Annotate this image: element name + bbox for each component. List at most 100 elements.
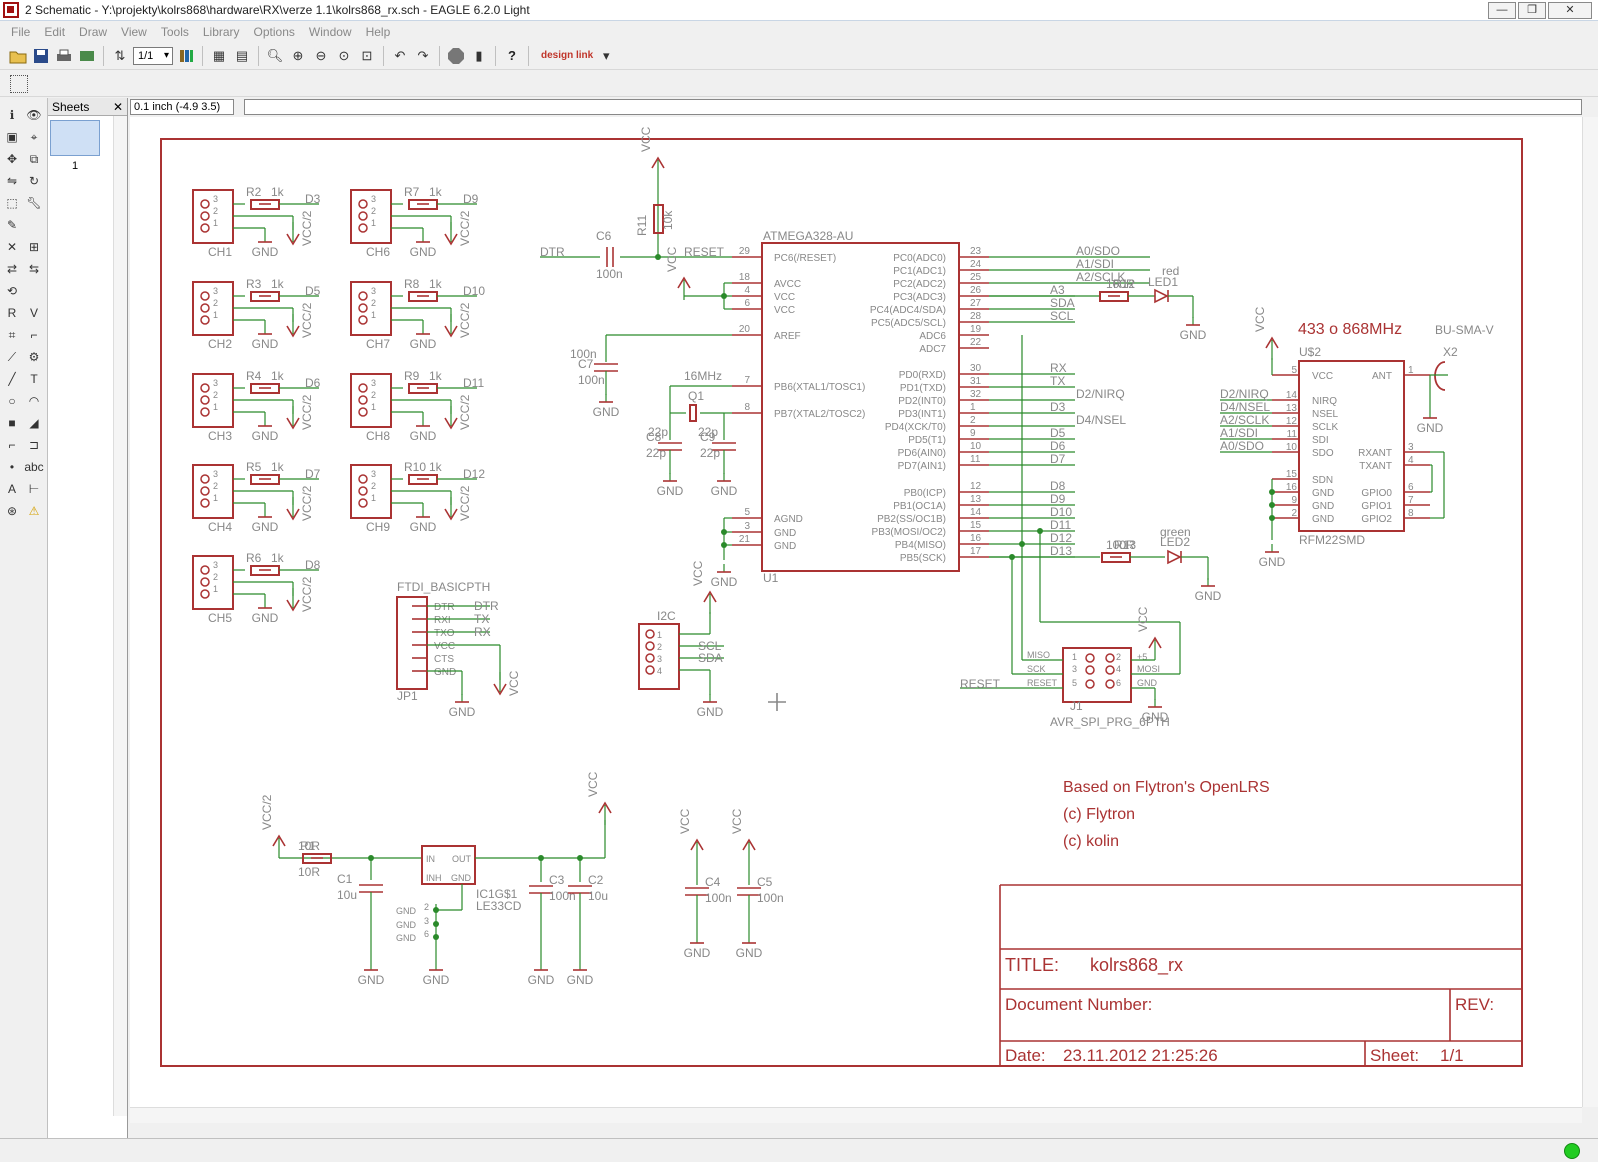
menu-tools[interactable]: Tools	[160, 24, 189, 39]
rf-pin-name: GPIO2	[1361, 514, 1392, 525]
board-icon[interactable]: ▦	[212, 47, 226, 63]
zoom-select-icon[interactable]: ⊡	[361, 47, 373, 63]
save-icon[interactable]	[31, 46, 51, 66]
erc-icon[interactable]: ⊛	[6, 504, 18, 518]
stop-icon[interactable]	[446, 46, 466, 66]
library-icon[interactable]	[176, 46, 196, 66]
maximize-button[interactable]: ❐	[1518, 2, 1546, 19]
dimension-icon[interactable]: ⊢	[28, 482, 40, 496]
miter-icon[interactable]: ⌐	[30, 328, 38, 342]
smash-icon[interactable]: ⌗	[8, 327, 16, 342]
menu-window[interactable]: Window	[308, 24, 352, 39]
show-icon[interactable]: 👁︎	[26, 108, 42, 122]
change-icon[interactable]: 🔧︎	[26, 196, 42, 210]
mirror-icon[interactable]: ⇋	[6, 174, 18, 188]
sheets-scrollbar[interactable]	[113, 116, 127, 1116]
circle-icon[interactable]: ○	[8, 394, 16, 408]
invoke-icon[interactable]: ⚙	[28, 350, 40, 364]
move-icon[interactable]: ✥	[6, 152, 18, 166]
split-icon[interactable]: ⟋	[7, 349, 17, 364]
header-pin	[200, 589, 210, 599]
gnd-label: GND	[1180, 328, 1207, 342]
rect-icon[interactable]: ■	[8, 416, 16, 430]
vcc-label: VCC/2	[300, 485, 314, 521]
sheet-select[interactable]: 1/1	[133, 46, 173, 65]
rf-pin-name: NSEL	[1312, 409, 1339, 420]
menu-library[interactable]: Library	[202, 24, 240, 39]
menu-view[interactable]: View	[121, 24, 147, 39]
cam-icon[interactable]	[77, 46, 97, 66]
mark-icon[interactable]: ⌖	[30, 129, 38, 144]
header-pin	[358, 474, 368, 484]
arc-icon[interactable]: ◠	[28, 394, 40, 408]
text-icon[interactable]: T	[30, 372, 38, 386]
label-icon[interactable]: abc	[24, 460, 44, 474]
minimize-button[interactable]: —	[1488, 2, 1516, 19]
channel-name: CH1	[208, 245, 232, 259]
menu-draw[interactable]: Draw	[79, 24, 108, 39]
zoom-redraw-icon[interactable]: ⊙	[338, 47, 350, 63]
polygon-icon[interactable]: ◢	[29, 416, 39, 430]
print-icon[interactable]	[54, 46, 74, 66]
i2c-pin	[645, 665, 655, 675]
vcc-symbol	[286, 417, 300, 430]
pinswap-icon[interactable]: ⇄	[6, 262, 18, 276]
add-icon[interactable]: ⊞	[28, 240, 40, 254]
vertical-scrollbar[interactable]	[1582, 117, 1598, 1107]
ftdi-pin-name: VCC	[434, 641, 455, 652]
value-icon[interactable]: V	[29, 306, 38, 320]
junction-icon[interactable]: •	[9, 460, 15, 474]
errors-icon[interactable]: ⚠	[28, 504, 40, 518]
sheet-thumbnail[interactable]	[50, 120, 100, 156]
gnd-label: GND	[449, 705, 476, 719]
sheet-switch-icon[interactable]: ⇅	[114, 47, 126, 63]
zoom-out-icon[interactable]: ⊖	[315, 47, 327, 63]
close-button[interactable]: ✕	[1548, 2, 1592, 19]
header-pin-number: 3	[371, 378, 376, 388]
rf-net-label: A1/SDI	[1220, 426, 1258, 440]
horizontal-scrollbar[interactable]	[130, 1107, 1582, 1123]
net-icon[interactable]: ⊐	[28, 438, 40, 452]
channel-signal: D5	[305, 284, 321, 298]
command-input[interactable]	[244, 99, 1582, 115]
menu-file[interactable]: File	[11, 24, 31, 39]
header-pin	[200, 303, 210, 313]
rotate-icon[interactable]: ↻	[28, 174, 40, 188]
menu-options[interactable]: Options	[253, 24, 295, 39]
delete-icon[interactable]: ✕	[6, 240, 18, 254]
display-icon[interactable]: ▣	[6, 130, 18, 144]
grid-icon[interactable]	[10, 74, 28, 93]
designlink-dropdown-icon[interactable]: ▾	[602, 47, 610, 63]
gateswap-icon[interactable]: ⇆	[28, 262, 40, 276]
mcu-pin-name: PD6(AIN0)	[898, 448, 946, 459]
panel-close-icon[interactable]: ✕	[112, 99, 123, 114]
resistor-value: 100R	[1106, 277, 1135, 291]
zoom-fit-icon[interactable]: 🔍︎	[266, 47, 284, 63]
name-icon[interactable]: R	[7, 306, 17, 320]
header-pin-number: 1	[371, 402, 376, 412]
crystal-value: 16MHz	[684, 369, 722, 383]
gnd-label: GND	[252, 429, 279, 443]
redo-icon[interactable]: ↷	[417, 47, 429, 63]
channel-signal: D7	[305, 467, 321, 481]
menu-help[interactable]: Help	[365, 24, 391, 39]
undo-icon[interactable]: ↶	[394, 47, 406, 63]
go-icon[interactable]: ▮	[475, 47, 483, 63]
open-icon[interactable]	[8, 46, 28, 66]
group-icon[interactable]: ⬚	[6, 196, 18, 210]
designlink-logo[interactable]: design link	[541, 49, 594, 61]
ftdi-pin-name: DTR	[434, 602, 455, 613]
paste-icon[interactable]: ✎	[6, 218, 18, 232]
info-icon[interactable]: ℹ	[9, 108, 15, 122]
schematic-icon[interactable]: ▤	[235, 47, 249, 63]
bus-icon[interactable]: ⌐	[8, 438, 16, 452]
copy-icon[interactable]: ⧉	[29, 151, 39, 166]
wire-icon[interactable]: ╱	[8, 372, 16, 386]
attribute-icon[interactable]: A	[7, 482, 16, 496]
replace-icon[interactable]: ⟲	[6, 284, 18, 298]
zoom-in-icon[interactable]: ⊕	[292, 47, 304, 63]
help-icon[interactable]: ?	[508, 48, 516, 63]
menu-edit[interactable]: Edit	[44, 24, 66, 39]
